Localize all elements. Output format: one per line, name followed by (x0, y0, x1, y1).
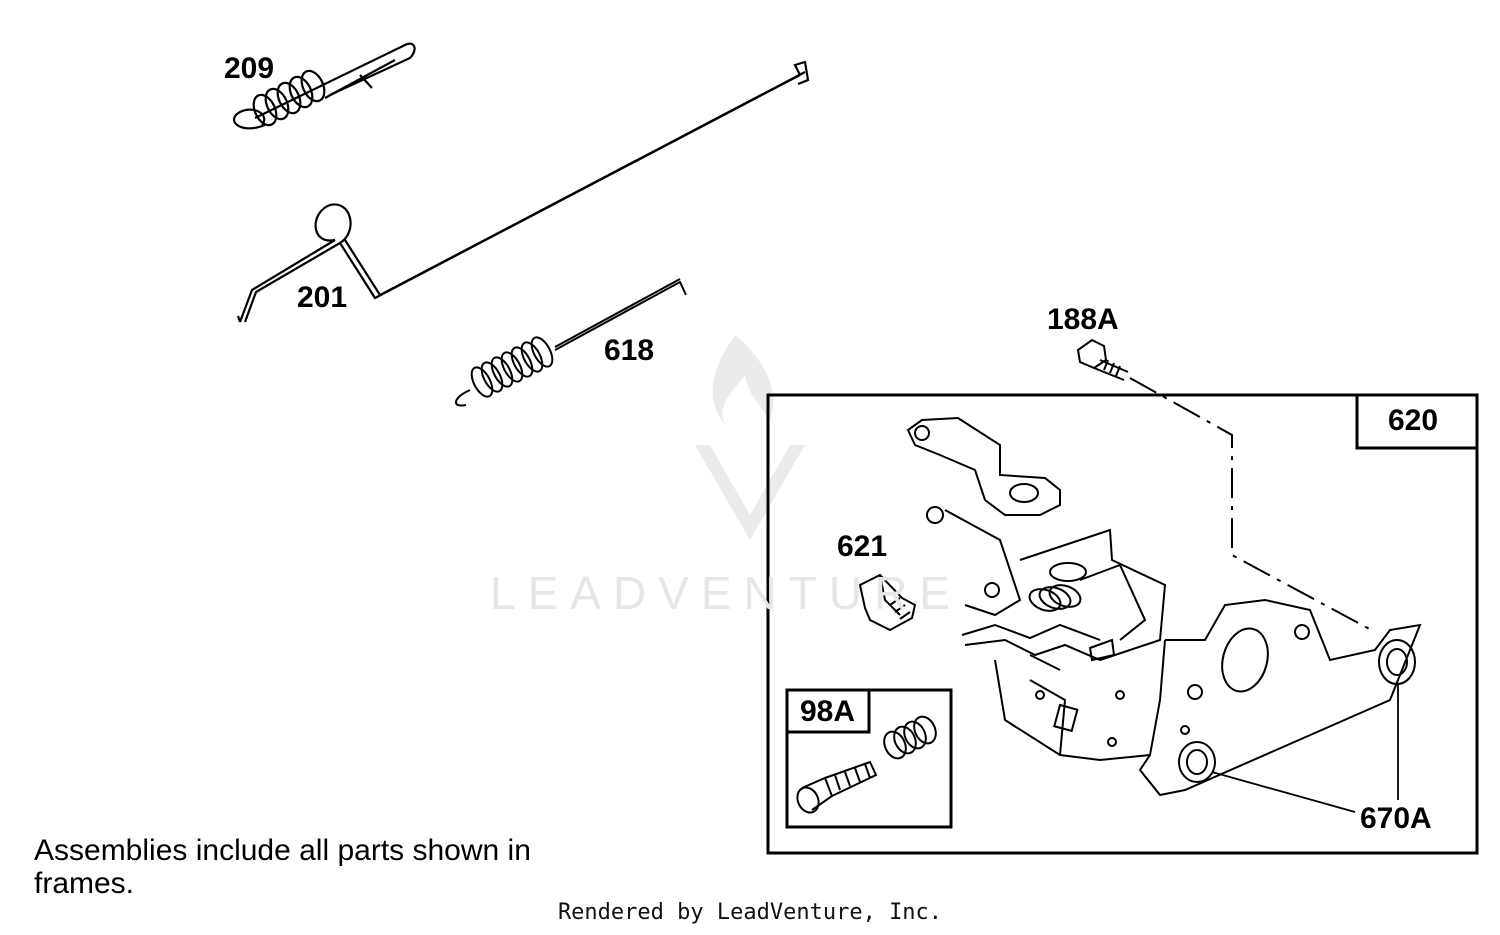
governor-assembly-620-drawing (906, 416, 1422, 797)
part-label-188A: 188A (1047, 303, 1119, 336)
frame-label-98A: 98A (800, 695, 856, 728)
screw-spring-98A-drawing (796, 715, 937, 814)
frame-620-border (766, 393, 1479, 855)
screw-188A-drawing (1076, 338, 1129, 381)
frame-label-620: 620 (1388, 404, 1439, 437)
part-label-621: 621 (837, 530, 888, 563)
rendered-by-footer: Rendered by LeadVenture, Inc. (557, 900, 943, 925)
leader-dashdot-line (1129, 377, 1376, 633)
leader-670A-lines (1211, 684, 1399, 813)
part-label-201: 201 (297, 281, 348, 314)
spring-618-drawing (455, 278, 687, 407)
frame-620-label-box (1355, 393, 1479, 450)
assemblies-note: Assemblies include all parts shown in fr… (34, 834, 531, 900)
link-rod-201-drawing (236, 60, 810, 323)
watermark-logo-icon (695, 335, 805, 540)
frame-98A-label-box (785, 688, 871, 734)
part-label-209: 209 (224, 52, 275, 85)
clip-621-drawing (858, 573, 917, 632)
watermark-text: LEADVENTURE (490, 567, 962, 619)
spring-209-drawing (233, 42, 416, 130)
part-label-670A: 670A (1360, 802, 1432, 835)
part-label-618: 618 (604, 334, 655, 367)
